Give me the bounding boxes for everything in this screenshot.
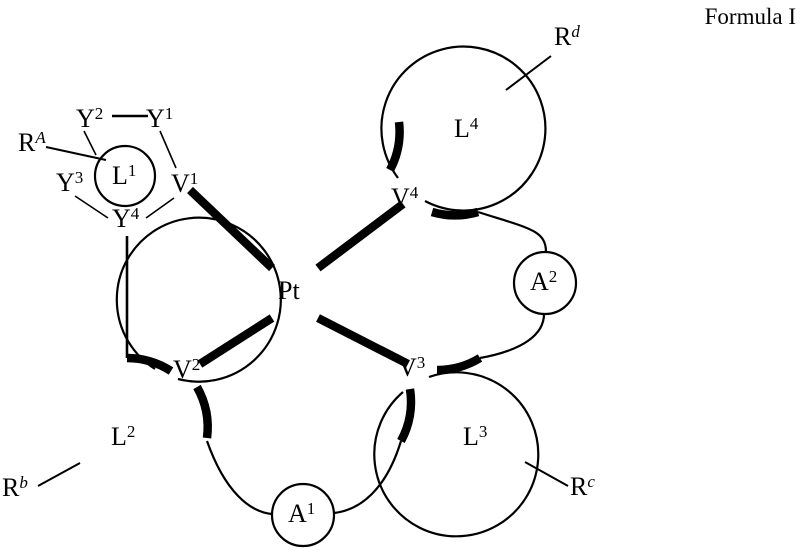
ring-L1-group	[45, 114, 177, 358]
ring-L2-group	[37, 216, 282, 487]
substituent-label-Rc: Rc	[570, 471, 595, 501]
bond-Y4-V1	[145, 197, 175, 219]
bond-Rc-L3	[524, 461, 569, 487]
ring-label-L1: L1	[112, 160, 137, 190]
vertex-label-V2: V2	[173, 354, 201, 384]
ring-label-L3: L3	[463, 421, 488, 451]
bridge-label-A2: A2	[530, 266, 558, 296]
ring-L4-bold-arc-upper	[386, 121, 404, 172]
bond-Y1-V1	[159, 130, 177, 169]
substituent-label-RA: RA	[18, 127, 46, 157]
bond-Pt-V1	[187, 186, 275, 272]
substituent-label-Rd: Rd	[554, 21, 580, 51]
pt-bond-group	[187, 186, 410, 368]
bridge-A2-link-L3	[479, 313, 546, 360]
bridge-A2-link-L4	[477, 210, 548, 253]
bridge-label-A1: A1	[288, 498, 316, 528]
ring-L3-bold-arc-upper	[436, 354, 483, 375]
bond-Pt-V2	[197, 314, 275, 368]
bridge-A1-circle	[270, 482, 336, 548]
bond-Rd-L4	[505, 55, 552, 91]
ring-L4-bold-arc-lower	[430, 207, 480, 220]
bridge-A1-group	[205, 440, 403, 548]
ring-atom-label-Y3: Y3	[56, 167, 84, 197]
ring-atom-label-Y2: Y2	[76, 103, 104, 133]
bond-Y3-Y4	[74, 195, 109, 219]
vertex-label-V4: V4	[391, 182, 419, 212]
substituent-label-Rb: Rb	[2, 472, 28, 502]
vertex-label-V1: V1	[171, 168, 199, 198]
bond-Pt-V3	[316, 314, 410, 368]
ring-L3-group	[373, 354, 569, 538]
ring-L2-bold-arc-lower	[193, 384, 212, 439]
bond-Rb-L2	[37, 462, 81, 487]
bridge-A1-link-L2	[205, 440, 273, 516]
bond-Y2-Lleft	[83, 130, 97, 156]
ring-L1-circle	[93, 144, 157, 208]
bond-Pt-V4	[315, 200, 406, 272]
ring-atom-label-Y4: Y4	[112, 203, 140, 233]
ring-L3-bold-arc-lower	[397, 388, 416, 444]
atom-label-Pt: Pt	[278, 276, 300, 305]
ring-atom-label-Y1: Y1	[146, 103, 174, 133]
bridge-A2-group	[477, 210, 578, 360]
vertex-label-V3: V3	[398, 352, 426, 382]
ring-L3-circle	[373, 371, 540, 538]
bond-RA-L1	[45, 146, 107, 161]
ring-label-L4: L4	[454, 113, 479, 143]
bridge-A1-link-L3	[333, 440, 403, 515]
ring-label-L2: L2	[111, 421, 136, 451]
ring-L4-circle	[380, 45, 547, 212]
formula-title: Formula I	[704, 4, 796, 29]
ring-L2-bold-arc-upper	[126, 353, 174, 375]
ring-L4-group	[380, 45, 552, 220]
